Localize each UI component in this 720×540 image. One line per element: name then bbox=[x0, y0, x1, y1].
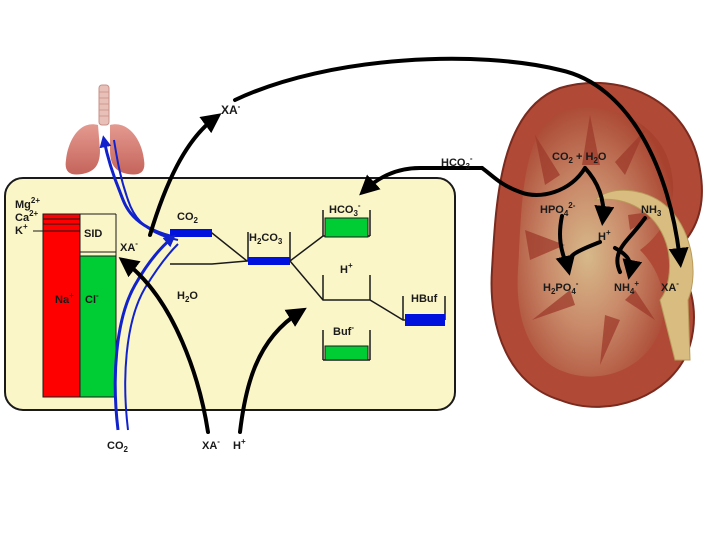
anion-bar-green bbox=[79, 255, 117, 398]
label-nh3: NH3 bbox=[641, 204, 662, 218]
h2co3-bar bbox=[248, 257, 290, 265]
hco3-bar bbox=[324, 217, 369, 238]
label-h-cell: H+ bbox=[340, 261, 353, 276]
label-co2-bottom: CO2 bbox=[107, 440, 129, 454]
black-arrows bbox=[118, 56, 689, 434]
trachea bbox=[98, 84, 110, 126]
arrow-co2h2o-to-hco3 bbox=[480, 166, 587, 197]
lungs-illustration bbox=[65, 84, 145, 175]
label-k: K+ bbox=[15, 222, 28, 237]
label-co2-h2o-kidney: CO2 + H2O bbox=[552, 151, 607, 165]
label-hpo4: HPO42- bbox=[540, 201, 576, 218]
arrow-h-to-nh4 bbox=[613, 246, 643, 280]
arrow-co2h2o-to-h bbox=[583, 166, 615, 226]
arrow-h-bottom-up bbox=[238, 307, 307, 434]
label-sid: SID bbox=[84, 228, 102, 240]
left-lung bbox=[65, 124, 100, 175]
arrow-xa-to-kidney bbox=[233, 56, 689, 268]
label-h2po4: H2PO4- bbox=[543, 279, 579, 296]
cation-bar-red bbox=[42, 213, 81, 398]
label-h2co3: H2CO3 bbox=[249, 232, 283, 246]
label-xa-bottom: XA- bbox=[202, 437, 220, 452]
label-h2o: H2O bbox=[177, 290, 198, 304]
label-ca: Ca2+ bbox=[15, 209, 39, 224]
hbuf-bar bbox=[405, 314, 445, 326]
buf-bar bbox=[324, 345, 369, 361]
label-buf: Buf- bbox=[333, 323, 354, 338]
arrow-xa-to-lung-top bbox=[148, 113, 222, 237]
label-hco3-kidney: HCO3- bbox=[441, 154, 473, 171]
label-xa-cell: XA- bbox=[120, 239, 138, 254]
label-co2-cell: CO2 bbox=[177, 211, 199, 225]
label-mg: Mg2+ bbox=[15, 196, 40, 211]
label-hco3-cell: HCO3- bbox=[329, 201, 361, 218]
label-na: Na+ bbox=[55, 291, 74, 306]
kidney-illustration bbox=[490, 81, 703, 408]
arrow-hpo4-down bbox=[558, 214, 570, 270]
arrow-hco3-to-cell bbox=[359, 166, 484, 196]
label-nh4: NH4+ bbox=[614, 279, 639, 296]
label-xa-top: XA- bbox=[221, 102, 241, 117]
label-hbuf: HBuf bbox=[411, 293, 438, 305]
label-cl: Cl- bbox=[85, 291, 99, 306]
sid-column bbox=[33, 213, 117, 398]
co2-blue-arrows bbox=[99, 135, 179, 431]
arrow-nh3-to-nh4 bbox=[615, 216, 647, 274]
arrow-xa-bottom-up bbox=[118, 257, 210, 434]
co2-bar bbox=[170, 229, 212, 237]
label-xa-kidney: XA- bbox=[661, 279, 679, 294]
kidney-pelvis bbox=[593, 189, 694, 361]
label-h-bottom: H+ bbox=[233, 437, 246, 452]
label-h-kidney: H+ bbox=[598, 228, 611, 243]
